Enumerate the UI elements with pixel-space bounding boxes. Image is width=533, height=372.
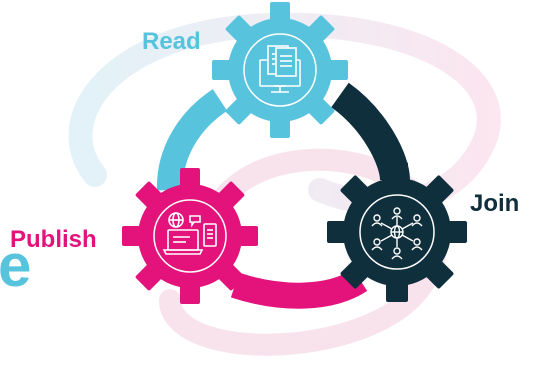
publish-label: Publish <box>10 226 97 253</box>
people-network-icon <box>371 207 423 260</box>
document-on-monitor-icon <box>259 45 301 93</box>
join-gear <box>327 162 467 302</box>
arc-read-to-publish <box>156 89 228 191</box>
laptop-globe-tablet-icon <box>162 212 217 255</box>
join-label: Join <box>470 190 520 217</box>
read-gear <box>212 2 348 138</box>
arc-publish-to-join <box>230 268 368 309</box>
publish-gear <box>122 168 258 304</box>
partial-heading-letter: e <box>0 232 32 299</box>
read-label: Read <box>142 28 201 55</box>
